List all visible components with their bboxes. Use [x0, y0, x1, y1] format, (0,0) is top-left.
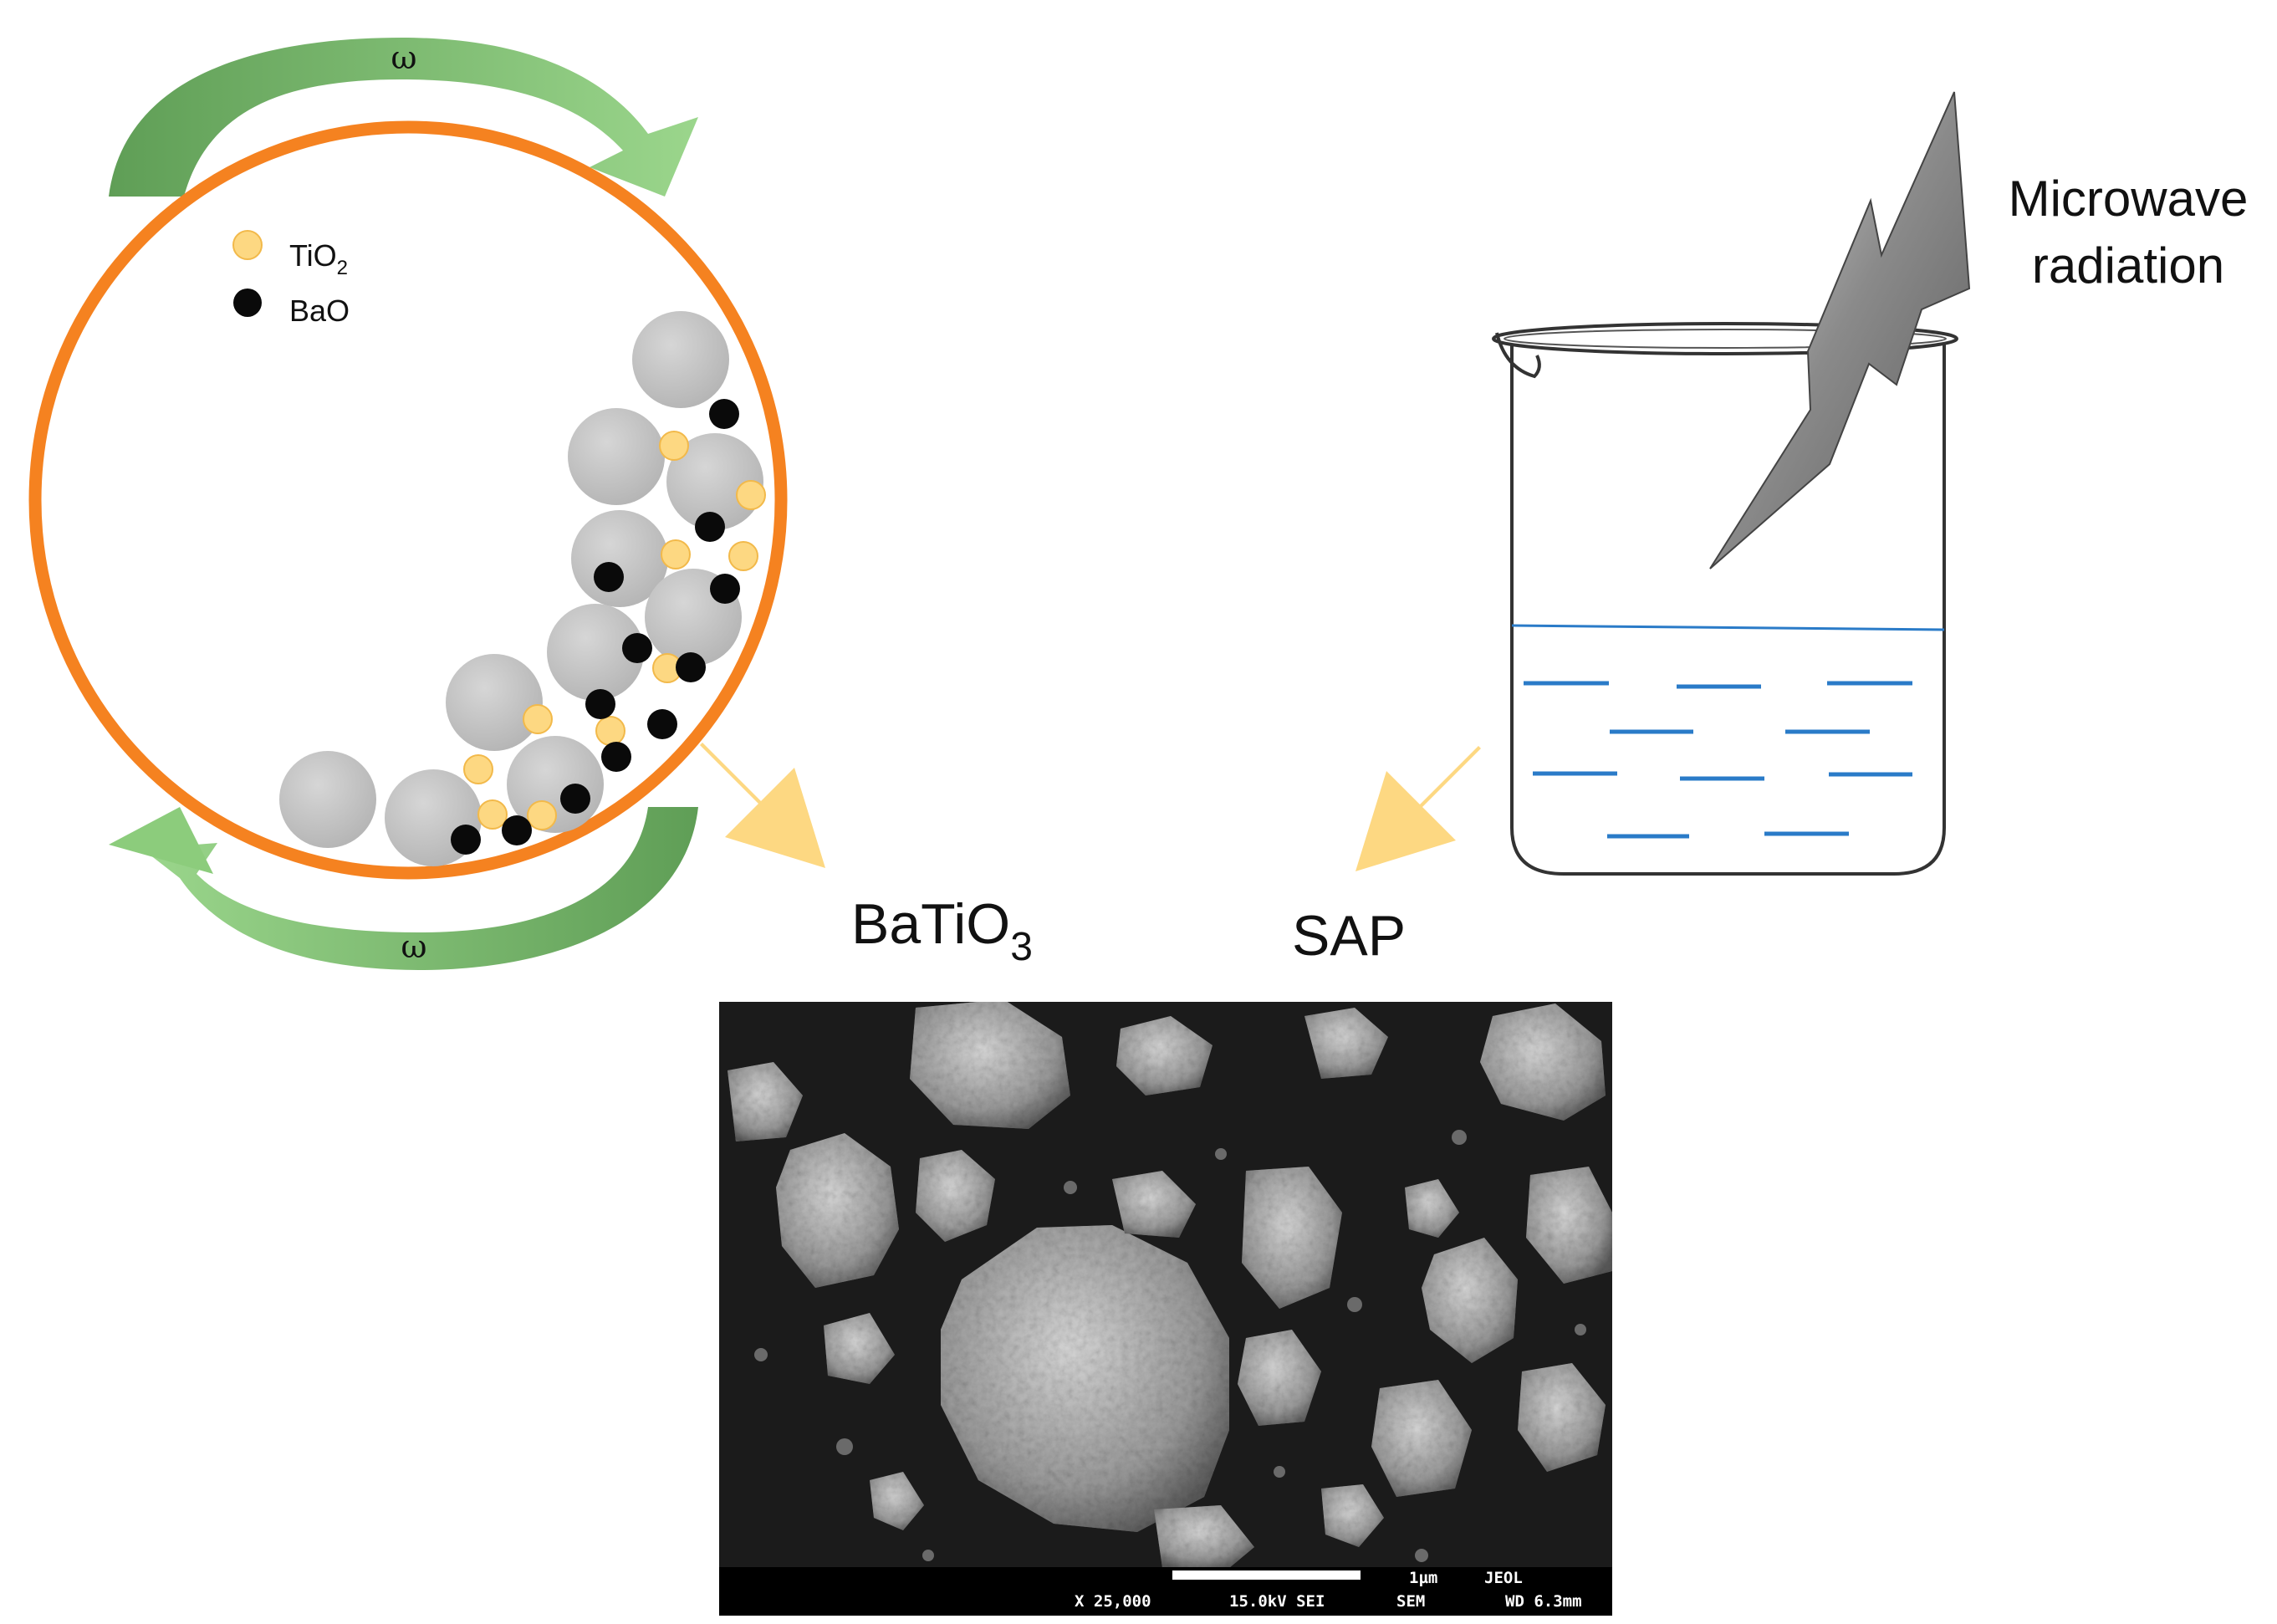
- bao-particle: [585, 689, 615, 719]
- tio2-particle: [527, 800, 557, 830]
- particle: [776, 1133, 899, 1288]
- tio2-particle: [595, 716, 625, 746]
- particle: [1112, 1171, 1196, 1238]
- particle: [916, 1150, 995, 1242]
- grinding-balls: [279, 311, 763, 866]
- bao-particle: [502, 815, 532, 845]
- sem-micrograph: 1µm JEOL X 25,000 15.0kV SEI SEM WD 6.3m…: [719, 1002, 1612, 1616]
- particle: [1526, 1167, 1612, 1284]
- grinding-ball: [547, 604, 644, 701]
- tio2-particle: [661, 539, 691, 569]
- milling-drum: [28, 120, 788, 880]
- particle: [1242, 1167, 1342, 1309]
- bao-particle: [647, 709, 677, 739]
- sap-label: SAP: [1292, 904, 1406, 968]
- tio2-particle: [728, 541, 758, 571]
- particle: [728, 1062, 803, 1141]
- bao-particle: [622, 633, 652, 663]
- sem-magnification: X 25,000: [1075, 1592, 1151, 1611]
- particle: [1518, 1363, 1606, 1472]
- sem-brand: JEOL: [1484, 1569, 1523, 1587]
- tio2-particle: [659, 431, 689, 461]
- bao-particle: [710, 574, 740, 604]
- rotation-arrow-bottom: [109, 807, 698, 970]
- beaker-rim: [1492, 322, 1958, 355]
- particle: [824, 1313, 895, 1384]
- tio2-particle: [463, 754, 493, 784]
- tio2-legend-label: TiO2: [289, 238, 348, 279]
- grinding-ball: [279, 751, 376, 848]
- tio2-particles: [463, 431, 766, 830]
- legend: TiO2 BaO: [232, 230, 350, 328]
- rotation-arrow-top: [109, 38, 698, 197]
- ball-mill: ω ω TiO2 BaO: [28, 38, 788, 970]
- scale-bar-label: 1µm: [1409, 1569, 1437, 1587]
- bao-particle: [695, 512, 725, 542]
- particle: [870, 1472, 924, 1530]
- particle: [910, 1002, 1070, 1129]
- lightning-bolt-icon: [1709, 91, 1971, 569]
- tio2-particle: [736, 480, 766, 510]
- particle: [1480, 1004, 1606, 1121]
- bao-particle: [709, 399, 739, 429]
- arrow-to-sap: [1355, 746, 1481, 871]
- particle: [1116, 1016, 1213, 1095]
- rotation-symbol-bottom: ω: [401, 928, 427, 965]
- particle: [1154, 1505, 1254, 1568]
- rotation-symbol-top: ω: [391, 39, 417, 76]
- tio2-particle: [523, 704, 553, 734]
- liquid-surface: [1511, 624, 1945, 631]
- microwave-beaker: Microwave radiation: [1492, 91, 2249, 876]
- scale-bar: [1172, 1570, 1361, 1580]
- sem-working-distance: WD 6.3mm: [1505, 1592, 1582, 1611]
- bao-particle: [601, 742, 631, 772]
- particle: [1371, 1380, 1472, 1497]
- grinding-ball: [666, 433, 763, 530]
- tio2-particle: [477, 799, 508, 830]
- particle: [1422, 1238, 1518, 1363]
- sem-mode: SEM: [1396, 1592, 1425, 1611]
- sem-voltage: 15.0kV SEI: [1229, 1592, 1325, 1611]
- beaker-body: [1510, 345, 1946, 876]
- tio2-legend-marker: [232, 230, 263, 260]
- liquid-lines: [1524, 681, 1912, 839]
- bao-legend-marker: [233, 289, 262, 317]
- grinding-ball: [446, 654, 543, 751]
- arrow-to-batio3: [700, 743, 825, 868]
- batio3-label: BaTiO3: [851, 892, 1033, 969]
- beaker-spout: [1495, 332, 1541, 379]
- bao-particle: [560, 784, 590, 814]
- sem-info-bar: [719, 1567, 1612, 1616]
- particle: [1321, 1484, 1384, 1547]
- grinding-ball: [632, 311, 729, 408]
- microwave-label-line1: Microwave: [2009, 171, 2249, 227]
- microwave-label-line2: radiation: [2032, 237, 2224, 294]
- bao-particle: [451, 825, 481, 855]
- particle: [1238, 1330, 1321, 1426]
- bao-particles: [451, 399, 740, 855]
- particle: [1405, 1179, 1459, 1238]
- particle-agglomerate: [941, 1225, 1229, 1532]
- grinding-ball: [568, 408, 665, 505]
- particle: [1304, 1008, 1388, 1079]
- bao-particle: [676, 652, 706, 682]
- bao-particle: [594, 562, 624, 592]
- bao-legend-label: BaO: [289, 294, 350, 328]
- sem-particles: [719, 1002, 1612, 1616]
